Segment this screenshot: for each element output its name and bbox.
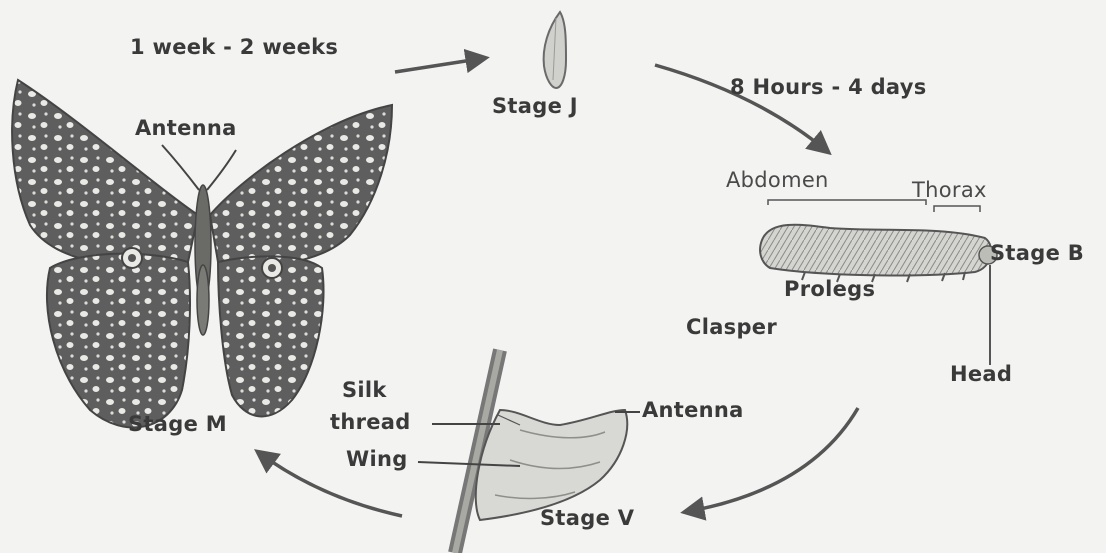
stage-label-adult: Stage M <box>128 412 227 436</box>
label-abdomen: Abdomen <box>726 168 829 192</box>
label-prolegs: Prolegs <box>784 277 875 301</box>
label-pupa-antenna: Antenna <box>642 398 744 422</box>
duration-egg-to-larva: 8 Hours - 4 days <box>730 75 927 99</box>
label-thorax: Thorax <box>912 178 987 202</box>
label-butterfly-antenna: Antenna <box>135 116 237 140</box>
label-head: Head <box>950 362 1012 386</box>
label-clasper: Clasper <box>686 315 777 339</box>
label-silk: Silk <box>342 378 387 402</box>
stage-label-larva: Stage B <box>990 241 1084 265</box>
label-wing: Wing <box>346 447 408 471</box>
stage-label-egg: Stage J <box>492 94 578 118</box>
duration-adult-to-egg: 1 week - 2 weeks <box>130 35 338 59</box>
arrow-larva-to-pupa <box>685 408 858 512</box>
arrow-adult-to-egg <box>395 58 485 72</box>
stage-label-pupa: Stage V <box>540 506 634 530</box>
label-thread: thread <box>330 410 411 434</box>
